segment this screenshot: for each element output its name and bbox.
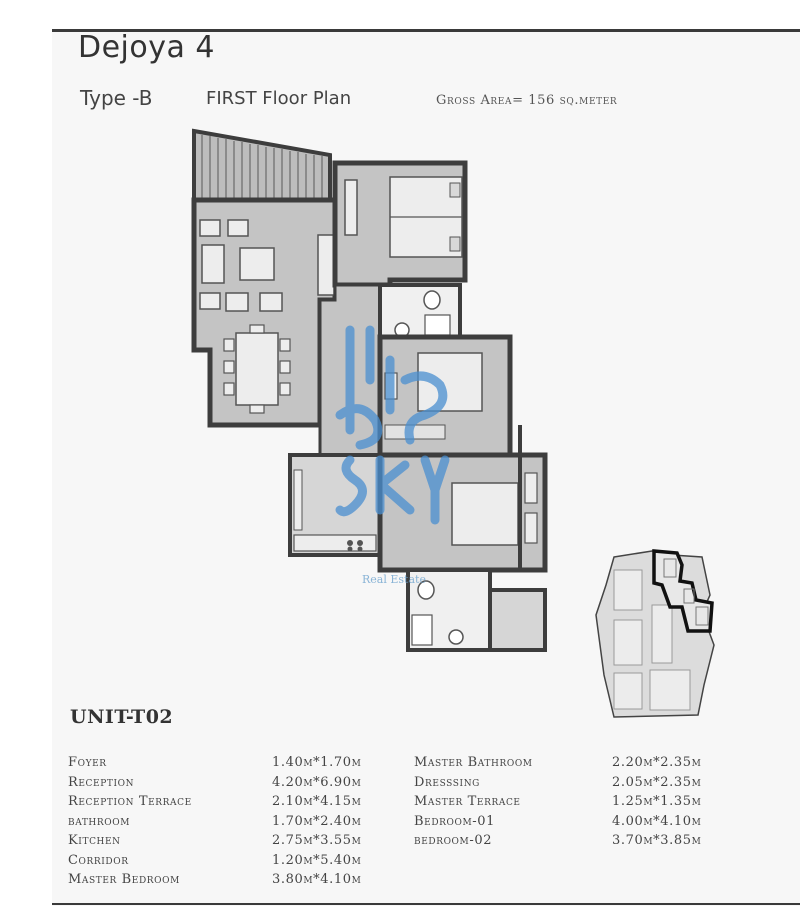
watermark-subtitle: Real Estate bbox=[362, 573, 426, 586]
room-row: Dresssing 2.05m*2.35m bbox=[414, 775, 734, 795]
room-row: Master Bathroom 2.20m*2.35m bbox=[414, 755, 734, 775]
room-name: Dresssing bbox=[414, 774, 480, 790]
room-name: Corridor bbox=[68, 852, 129, 868]
room-dims: 2.10m*4.15m bbox=[272, 794, 362, 809]
room-row: Reception Terrace 2.10m*4.15m bbox=[68, 794, 388, 814]
room-row: Master Bedroom 3.80m*4.10m bbox=[68, 872, 388, 892]
room-name: Master Bedroom bbox=[68, 872, 180, 887]
watermark-logo bbox=[335, 325, 450, 525]
room-row: Bedroom-01 4.00m*4.10m bbox=[414, 814, 734, 834]
room-dims: 1.20m*5.40m bbox=[272, 852, 362, 868]
key-plan bbox=[595, 549, 715, 718]
room-dims: 2.75m*3.55m bbox=[272, 833, 362, 848]
room-dims: 4.00m*4.10m bbox=[612, 813, 702, 829]
project-title: Dejoya 4 bbox=[78, 30, 216, 65]
floor-label: FIRST Floor Plan bbox=[206, 88, 352, 109]
room-dims: 2.20m*2.35m bbox=[612, 755, 702, 770]
master-terrace bbox=[488, 588, 547, 652]
gross-area: Gross Area= 156 sq.meter bbox=[436, 93, 618, 108]
room-dims: 1.40m*1.70m bbox=[272, 755, 362, 770]
room-list-left: Foyer 1.40m*1.70m Reception 4.20m*6.90m Re… bbox=[68, 755, 388, 892]
top-rule bbox=[52, 29, 800, 32]
unit-code: UNIT-T02 bbox=[70, 706, 174, 728]
room-row: bathroom 1.70m*2.40m bbox=[68, 814, 388, 834]
room-name: Bedroom-01 bbox=[414, 813, 496, 829]
room-name: bedroom-02 bbox=[414, 833, 493, 848]
bedroom-02 bbox=[377, 425, 548, 573]
master-bathroom bbox=[378, 283, 462, 339]
floor-plan-drawing bbox=[191, 128, 548, 652]
room-name: Master Bathroom bbox=[414, 755, 533, 770]
room-row: Reception 4.20m*6.90m bbox=[68, 775, 388, 795]
room-dims: 2.05m*2.35m bbox=[612, 774, 702, 790]
reception-terrace bbox=[192, 128, 332, 202]
room-name: Kitchen bbox=[68, 833, 121, 848]
room-dims: 3.70m*3.85m bbox=[612, 833, 702, 848]
room-name: Foyer bbox=[68, 755, 107, 770]
room-dims: 1.70m*2.40m bbox=[272, 813, 362, 829]
kitchen bbox=[288, 453, 382, 557]
bottom-rule bbox=[52, 903, 800, 905]
room-row: Master Terrace 1.25m*1.35m bbox=[414, 794, 734, 814]
room-row: Corridor 1.20m*5.40m bbox=[68, 853, 388, 873]
reception-room bbox=[191, 197, 338, 428]
room-name: bathroom bbox=[68, 813, 131, 829]
room-list-right: Master Bathroom 2.20m*2.35m Dresssing 2.05… bbox=[414, 755, 734, 853]
room-name: Master Terrace bbox=[414, 794, 521, 809]
master-bedroom bbox=[332, 160, 468, 288]
room-dims: 3.80m*4.10m bbox=[272, 872, 362, 887]
room-row: Foyer 1.40m*1.70m bbox=[68, 755, 388, 775]
room-row: Kitchen 2.75m*3.55m bbox=[68, 833, 388, 853]
unit-type: Type -B bbox=[80, 86, 153, 110]
room-name: Reception bbox=[68, 774, 135, 790]
room-name: Reception Terrace bbox=[68, 794, 192, 809]
room-dims: 4.20m*6.90m bbox=[272, 774, 362, 790]
room-dims: 1.25m*1.35m bbox=[612, 794, 702, 809]
room-row: bedroom-02 3.70m*3.85m bbox=[414, 833, 734, 853]
